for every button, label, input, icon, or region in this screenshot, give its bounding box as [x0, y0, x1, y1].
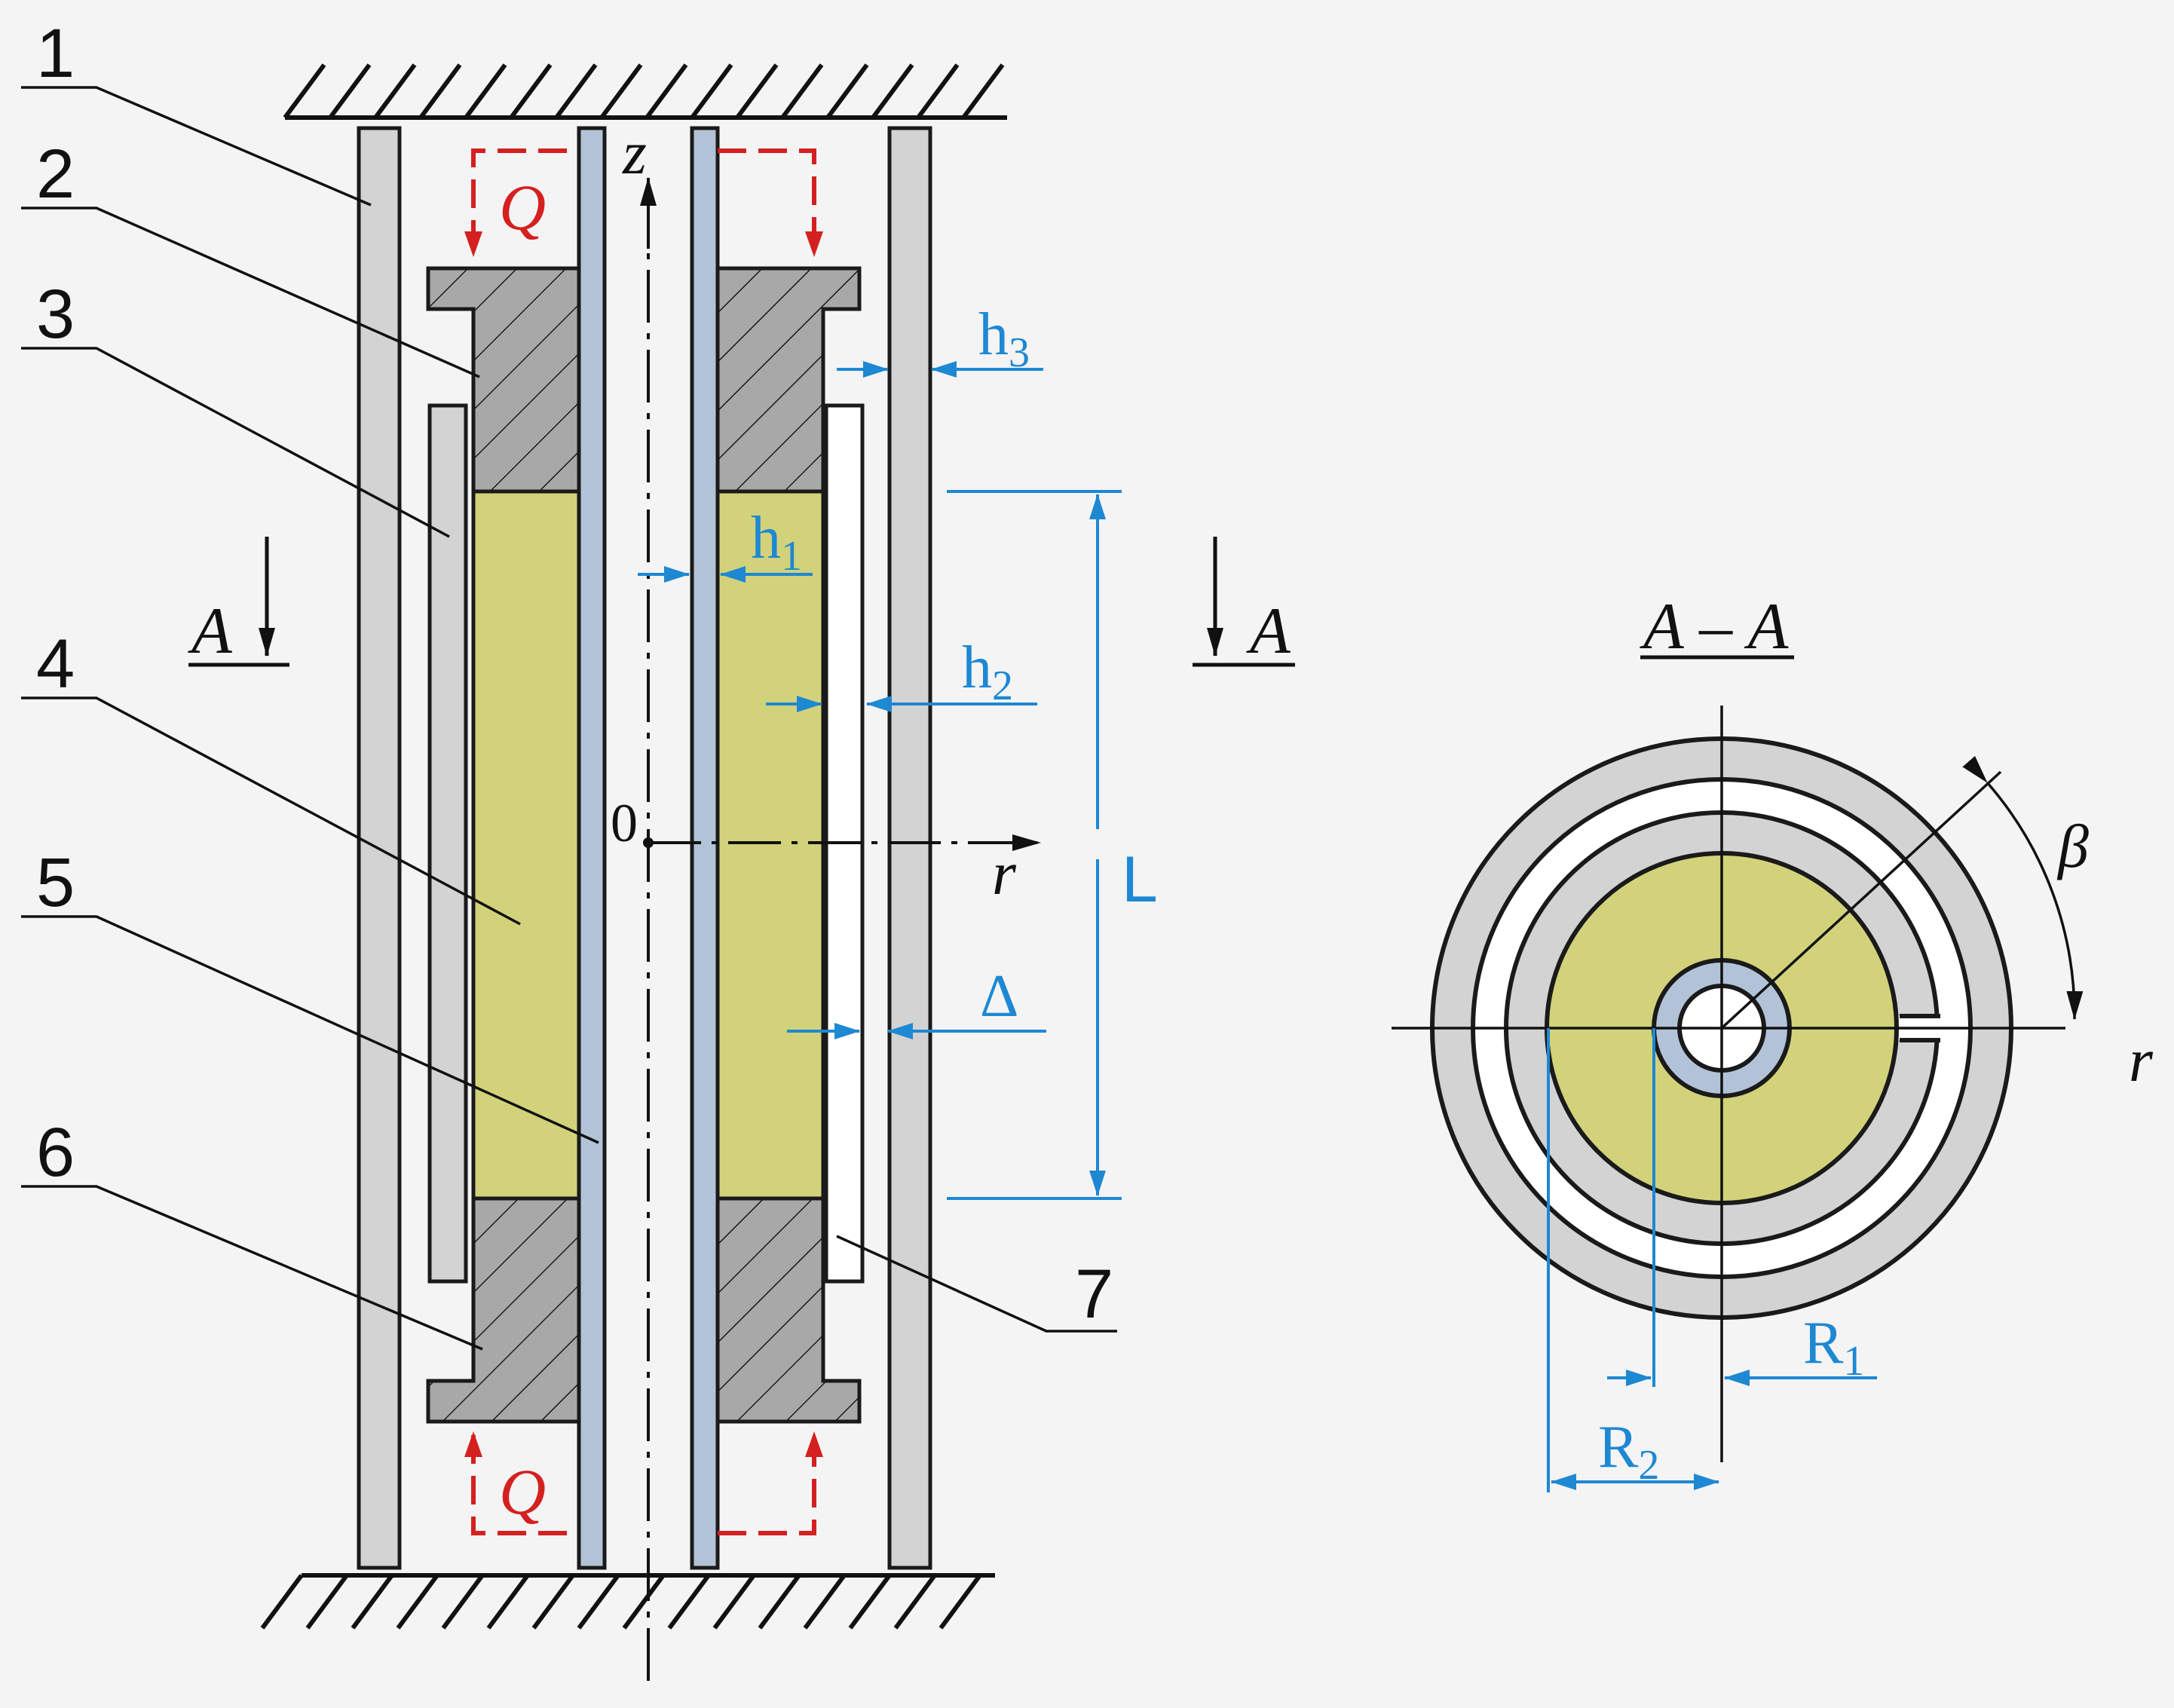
load-q-top-label: Q	[499, 171, 546, 243]
outer-tube-left-wall	[357, 126, 402, 1570]
callout-6: 6	[36, 1114, 75, 1191]
dim-h2-label: h2	[962, 635, 1013, 709]
dim-h3-label: h3	[978, 302, 1030, 376]
load-q-top: Q	[464, 148, 823, 257]
dim-r2-label: R2	[1598, 1414, 1659, 1489]
z-axis-label: z	[622, 118, 647, 187]
top-ground-hatch	[283, 63, 1007, 120]
sleeve-left-wall	[427, 403, 468, 1284]
callout-3: 3	[36, 276, 75, 353]
section-marker-left: A	[188, 537, 289, 668]
cross-section-title: A – A	[1640, 590, 1790, 663]
section-marker-right: A	[1193, 537, 1295, 668]
section-marker-left-label: A	[188, 595, 233, 668]
dim-r1-label: R1	[1803, 1310, 1864, 1385]
load-q-bottom-label: Q	[499, 1455, 546, 1528]
outer-tube-right-wall	[887, 126, 932, 1570]
load-q-bottom: Q	[464, 1431, 823, 1535]
dim-length-label: L	[1122, 843, 1158, 916]
dim-length	[947, 490, 1122, 1200]
callout-2: 2	[36, 136, 75, 213]
origin-point	[643, 837, 654, 848]
material-left	[471, 489, 581, 1201]
callout-leaders	[21, 86, 1117, 1351]
callout-7: 7	[1075, 1256, 1113, 1333]
rod-left-wall	[577, 126, 607, 1570]
origin-label: 0	[611, 793, 638, 853]
dim-h1-label: h1	[751, 505, 802, 580]
r-axis-label: r	[992, 839, 1017, 908]
cross-section: A – A r β R1 R2	[1392, 590, 2154, 1492]
material-right	[715, 489, 825, 1201]
callout-1: 1	[36, 15, 75, 92]
section-marker-right-label: A	[1246, 595, 1291, 668]
angle-arc	[1962, 755, 2084, 1020]
angle-ray	[1720, 770, 2002, 1030]
callout-5: 5	[36, 844, 75, 921]
callout-4: 4	[36, 626, 75, 702]
cross-section-r-label: r	[2129, 1026, 2154, 1094]
angle-label: β	[2056, 812, 2089, 880]
longitudinal-section: z r 0 Q Q A A	[21, 15, 1295, 1681]
dim-delta-label: Δ	[980, 963, 1018, 1030]
rod-right-wall	[690, 126, 720, 1570]
